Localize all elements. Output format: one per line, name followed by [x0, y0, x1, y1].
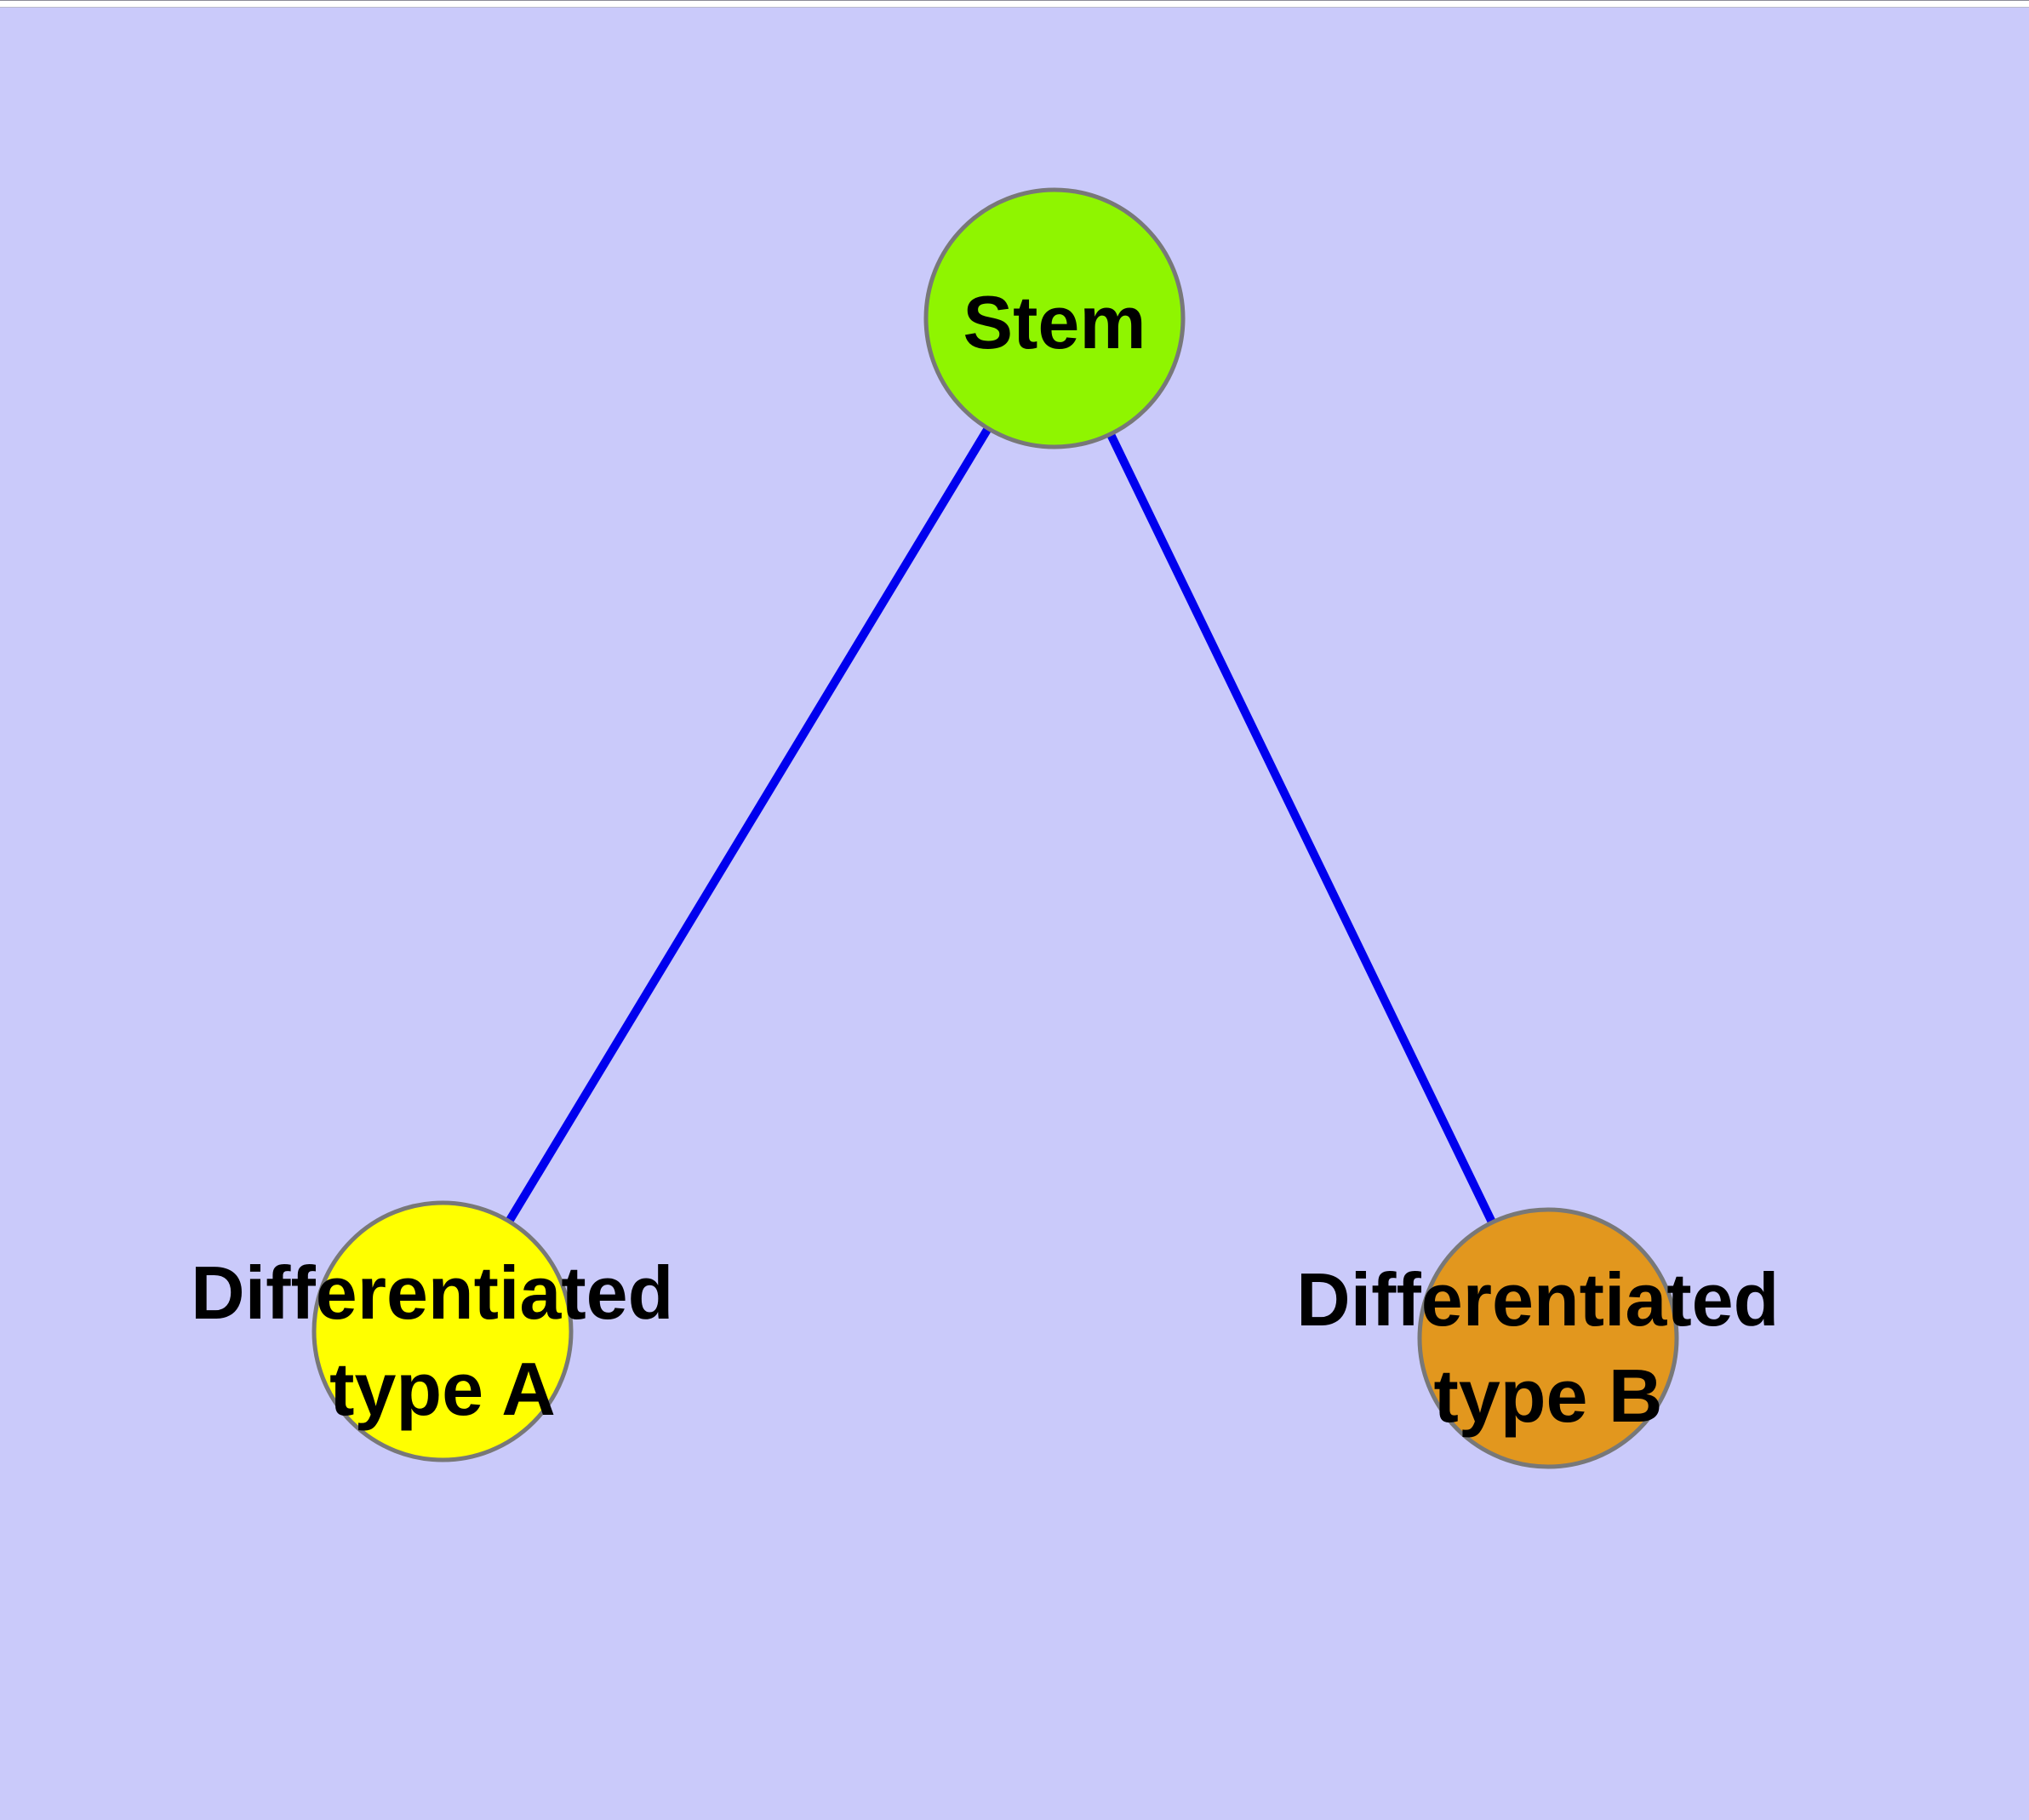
- node-type-b-label-line2: type B: [1434, 1354, 1663, 1438]
- edge-group: [438, 316, 1552, 1341]
- node-type-a-label: Differentiated type A: [191, 1251, 694, 1431]
- window-top-edge: [0, 0, 2029, 8]
- node-type-b-label: Differentiated type B: [1296, 1257, 1800, 1438]
- node-type-b-circle: [1417, 1207, 1679, 1469]
- node-type-a-circle: [311, 1200, 574, 1462]
- label-group: Stem Differentiated type A Differentiate…: [191, 280, 1800, 1438]
- node-type-a-label-line2: type A: [329, 1347, 556, 1431]
- edge-stem-to-type-a: [438, 316, 1059, 1334]
- node-group: [311, 187, 1679, 1469]
- node-stem-label: Stem: [963, 280, 1146, 364]
- edge-stem-to-type-b: [1050, 316, 1552, 1341]
- node-stem-circle: [923, 187, 1186, 449]
- node-type-b-label-line1: Differentiated: [1296, 1257, 1779, 1342]
- node-type-a-label-line1: Differentiated: [191, 1251, 673, 1335]
